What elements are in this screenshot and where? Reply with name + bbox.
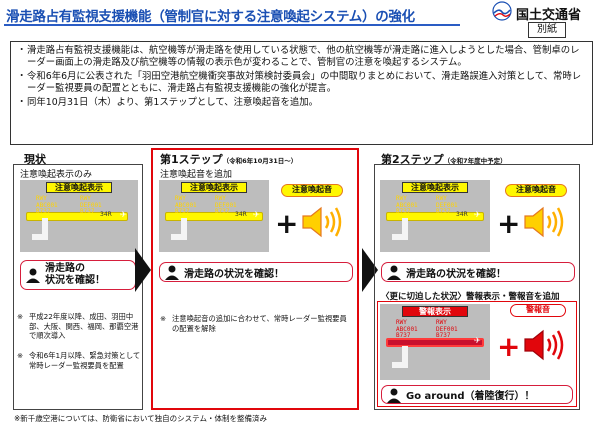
- ministry-logo-icon: [492, 1, 512, 21]
- intro-item: ・令和6年6月に公表された「羽田空港航空機衝突事故対策検討委員会」の中間取りまと…: [17, 71, 582, 95]
- controller-person-icon: [387, 388, 401, 403]
- controller-person-icon: [165, 265, 179, 280]
- next-step-arrow-icon: [362, 248, 378, 292]
- step2-heading: 第2ステップ（令和7年度中予定）: [381, 153, 507, 166]
- next-step-arrow-icon: [135, 248, 151, 292]
- taxiway: [32, 234, 48, 240]
- note: ※注意喚起音の追加に合わせて、常時レーダー監視要員の配置を解除: [160, 314, 347, 333]
- runway-label: 34R: [456, 211, 468, 218]
- footer-note: ※新千歳空港については、防衛省において独自のシステム・体制を整備済み: [14, 414, 267, 423]
- taxiway: [392, 362, 408, 368]
- runway-label: 34R: [235, 211, 247, 218]
- controller-person-icon: [387, 265, 401, 280]
- runway-highlight: [386, 212, 484, 221]
- intro-item: ・滑走路占有監視支援機能は、航空機等が滑走路を使用している状態で、他の航空機等が…: [17, 45, 580, 69]
- plus-icon: +: [497, 330, 521, 363]
- intro-box: ・滑走路占有監視支援機能は、航空機等が滑走路を使用している状態で、他の航空機等が…: [10, 41, 593, 145]
- runway-warning-highlight: [386, 338, 484, 347]
- plus-icon: +: [275, 207, 299, 240]
- page-title: 滑走路占有監視支援機能（管制官に対する注意喚起システム）の強化: [6, 9, 415, 25]
- controller-confirm-box: 滑走路の状況を確認！: [159, 262, 353, 282]
- annex-label: 別紙: [528, 22, 566, 38]
- note: ※平成22年度以降、成田、羽田中部、大阪、関西、福岡、那覇空港で順次導入: [17, 312, 139, 341]
- plus-icon: +: [497, 207, 521, 240]
- speaker-sound-icon: [524, 206, 564, 238]
- runway-label: 34R: [100, 211, 112, 218]
- urgent-situation-caption: 〈更に切迫した状況〉警報表示・警報音を追加: [381, 292, 560, 302]
- runway-highlight: [26, 212, 128, 221]
- alert-display-banner: 注意喚起表示: [181, 182, 247, 193]
- ministry-name: 国土交通省: [516, 8, 582, 23]
- alert-display-banner: 注意喚起表示: [46, 182, 112, 193]
- current-sub: 注意喚起表示のみ: [20, 170, 93, 180]
- step1-heading: 第1ステップ（令和6年10月31日～）: [160, 153, 298, 166]
- title-underline: [4, 24, 460, 26]
- alert-sound-label: 注意喚起音: [505, 184, 567, 197]
- taxiway: [402, 218, 408, 240]
- note: ※令和6年1月以降、緊急対策として常時レーダー監視要員を配置: [17, 351, 141, 370]
- aircraft-icon: ✈: [120, 210, 127, 219]
- urgent-panel: [377, 301, 577, 407]
- step2-panel: [374, 164, 580, 410]
- speaker-sound-icon: [302, 206, 342, 238]
- warning-sound-label: 警報音: [510, 304, 566, 317]
- taxiway: [402, 346, 408, 368]
- runway-highlight: [165, 212, 263, 221]
- taxiway: [171, 234, 187, 240]
- intro-item: ・同年10月31日（木）より、第1ステップとして、注意喚起音を追加。: [17, 97, 319, 109]
- taxiway: [42, 218, 48, 240]
- step1-panel: [151, 148, 359, 410]
- controller-person-icon: [26, 268, 40, 283]
- taxiway: [181, 218, 187, 240]
- controller-confirm-box: 滑走路の状況を確認！: [20, 260, 136, 290]
- step1-sub: 注意喚起音を追加: [160, 170, 233, 180]
- current-heading: 現状: [24, 153, 46, 166]
- alert-sound-label: 注意喚起音: [281, 184, 343, 197]
- warning-display-banner: 警報表示: [402, 306, 468, 317]
- go-around-box: Go around（着陸復行）！: [381, 385, 573, 404]
- alert-display-banner: 注意喚起表示: [402, 182, 468, 193]
- aircraft-icon: ✈: [474, 210, 481, 219]
- alarm-speaker-icon: [524, 329, 564, 361]
- aircraft-icon: ✈: [474, 336, 481, 345]
- aircraft-icon: ✈: [253, 210, 260, 219]
- taxiway: [392, 234, 408, 240]
- controller-confirm-box: 滑走路の状況を確認！: [381, 262, 575, 282]
- current-panel: [13, 164, 143, 410]
